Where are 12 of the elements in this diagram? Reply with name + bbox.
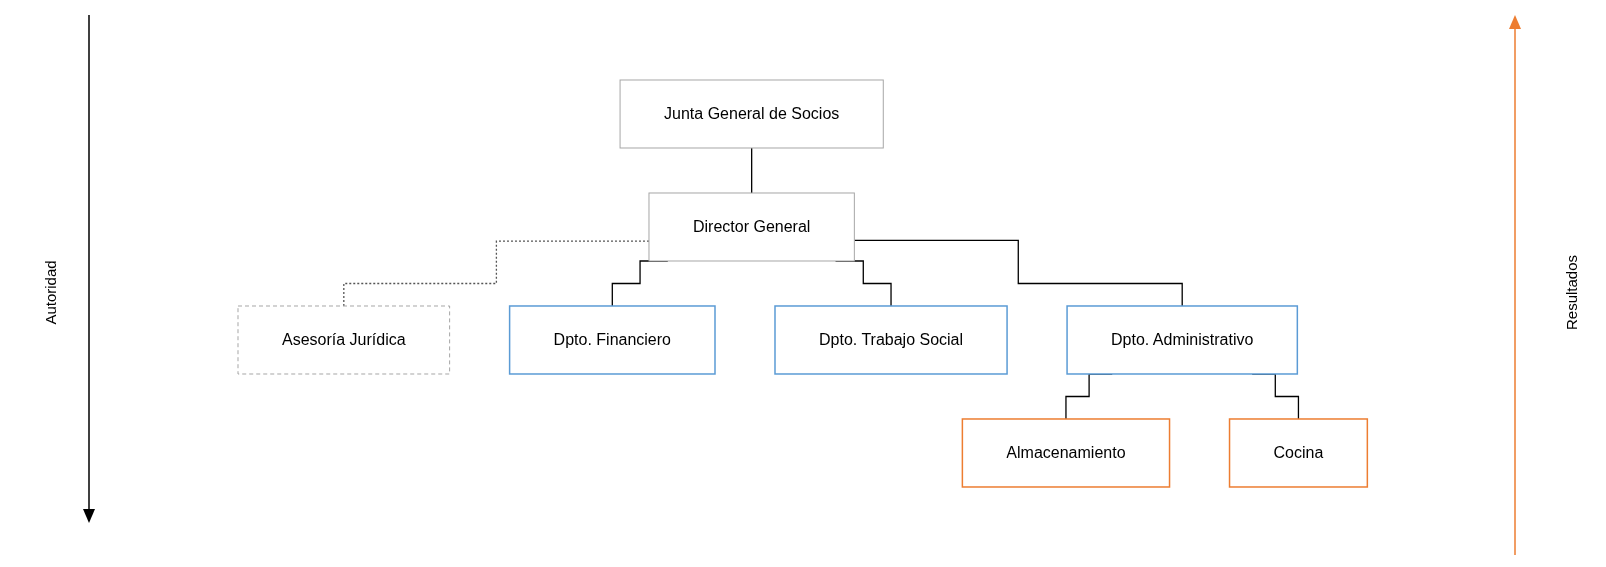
connector [751, 147, 753, 194]
node-box: Dpto. Administrativo [1066, 305, 1299, 375]
node-box: Cocina [1229, 418, 1369, 488]
axis-label: Autoridad [41, 259, 59, 325]
axis-label: Resultados [1562, 254, 1580, 330]
node-box: Asesoría Jurídica [237, 305, 451, 375]
node-box: Junta General de Socios [619, 79, 885, 149]
node-box: Almacenamiento [961, 418, 1171, 488]
node-box: Dpto. Financiero [509, 305, 717, 375]
connector [854, 239, 1184, 307]
node-box: Dpto. Trabajo Social [774, 305, 1009, 375]
node-box: Director General [648, 192, 856, 262]
